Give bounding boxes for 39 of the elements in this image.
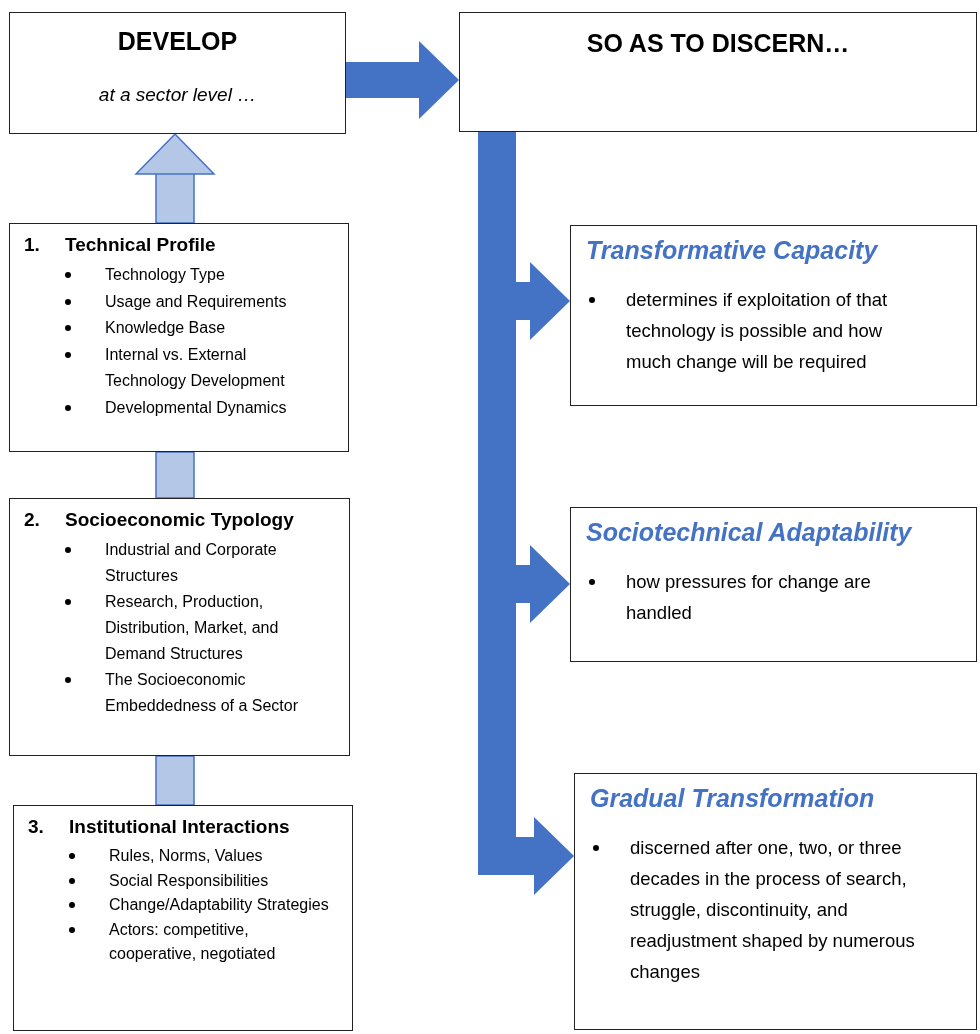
bullet-text: Actors: competitive, cooperative, negotiated <box>109 920 276 962</box>
bullet-text: Research, Production, Distribution, Market, and Demand Structures <box>105 593 279 662</box>
bullet-text: how pressures for change are handled <box>626 571 871 623</box>
card-heading: Institutional Interactions <box>69 816 290 838</box>
block-arrow <box>134 132 216 224</box>
bullet-text: The Socioeconomic Embeddedness of a Sector <box>105 671 298 714</box>
bullet-text: Knowledge Base <box>105 319 226 336</box>
stage-box <box>9 12 346 134</box>
profile-card <box>9 223 349 452</box>
result-card <box>570 225 977 406</box>
connector-bar <box>155 755 195 806</box>
stage-heading: SO AS TO DISCERN… <box>585 29 851 58</box>
stage-subtitle: at a sector level … <box>97 84 258 106</box>
stage-heading: DEVELOP <box>116 27 239 56</box>
bullet-text: Internal vs. External Technology Development <box>105 345 285 389</box>
block-arrow <box>346 41 459 119</box>
connector-bar <box>155 451 195 499</box>
profile-card <box>9 498 350 756</box>
card-heading: Sociotechnical Adaptability <box>586 518 912 547</box>
bullet-text: discerned after one, two, or three decades in the process of search, struggle, discontinuity, and readjustment shaped by numerous changes <box>630 837 915 982</box>
list-number: 2. <box>24 509 40 531</box>
bullet-text: Change/Adaptability Strategies <box>109 896 329 913</box>
bullet-text: Rules, Norms, Values <box>109 847 263 864</box>
bullet-text: determines if exploitation of that technology is possible and how much change will be required <box>626 289 888 372</box>
bullet-text: Developmental Dynamics <box>105 398 287 416</box>
result-card <box>570 507 977 662</box>
bullet-text: Technology Type <box>105 266 225 283</box>
profile-card <box>13 805 353 1031</box>
card-heading: Technical Profile <box>65 234 216 256</box>
bullet-text: Social Responsibilities <box>109 871 269 889</box>
bullet-text: Usage and Requirements <box>105 292 287 310</box>
card-heading: Transformative Capacity <box>586 236 878 265</box>
card-heading: Socioeconomic Typology <box>65 509 294 531</box>
list-number: 3. <box>28 816 44 838</box>
stage-box <box>459 12 977 132</box>
list-number: 1. <box>24 234 40 256</box>
result-card <box>574 773 977 1030</box>
card-heading: Gradual Transformation <box>590 784 875 813</box>
bullet-text: Industrial and Corporate Structures <box>105 541 277 584</box>
